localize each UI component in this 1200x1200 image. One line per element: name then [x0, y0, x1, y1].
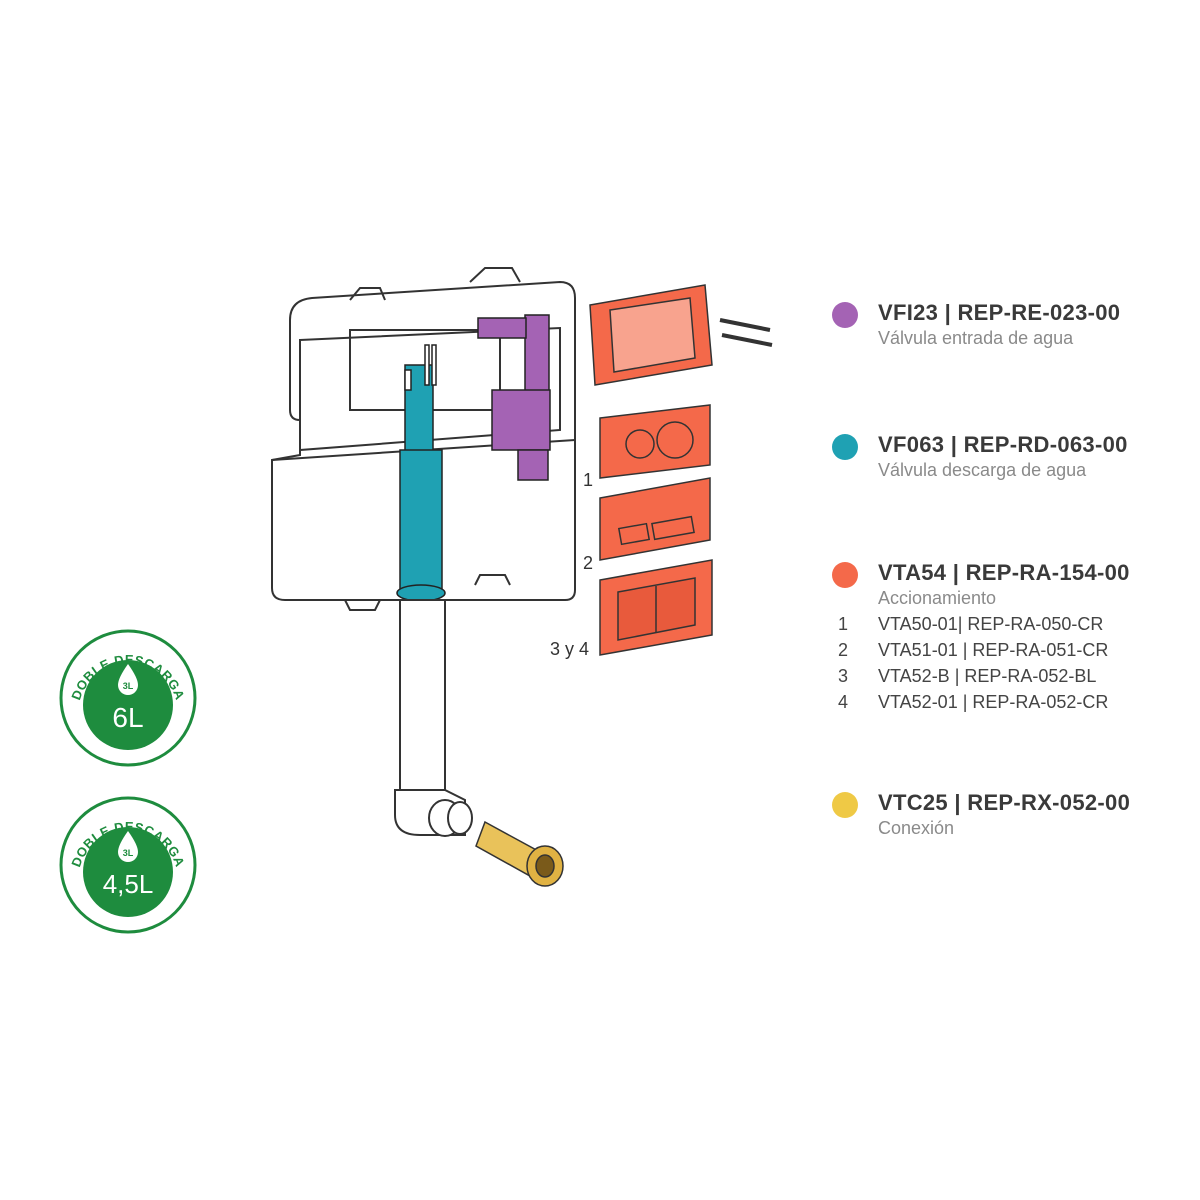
- flush-plate-1: [599, 404, 711, 479]
- variant-ref: VTA50-01| REP-RA-050-CR: [878, 614, 1104, 634]
- connector-pipe: [475, 820, 564, 887]
- plate-label-3-4: 3 y 4: [550, 639, 590, 659]
- badge-volume: 6L: [112, 702, 143, 733]
- inlet-valve: [477, 314, 551, 481]
- legend-description: Accionamiento: [878, 588, 997, 608]
- badge-volume: 4,5L: [103, 869, 154, 899]
- variant-ref: VTA52-01 | REP-RA-052-CR: [878, 692, 1109, 712]
- variant-number: 2: [838, 640, 849, 660]
- legend-code: VTA54 | REP-RA-154-00: [878, 560, 1130, 585]
- drain-pipe: [394, 599, 473, 837]
- legend-dot-icon: [832, 302, 858, 328]
- badge-4-5l: DOBLE DESCARGA 3L 4,5L: [59, 796, 197, 934]
- legend-dot-icon: [832, 792, 858, 818]
- legend-code: VF063 | REP-RD-063-00: [878, 432, 1128, 457]
- legend-dot-icon: [832, 434, 858, 460]
- flush-plate-2: [599, 477, 711, 561]
- badge-drop-text: 3L: [123, 681, 134, 691]
- legend-dot-icon: [832, 562, 858, 588]
- legend-code: VTC25 | REP-RX-052-00: [878, 790, 1131, 815]
- badge-drop-text: 3L: [123, 848, 134, 858]
- plate-label-2: 2: [583, 553, 594, 573]
- legend-description: Válvula entrada de agua: [878, 328, 1074, 348]
- legend-description: Conexión: [878, 818, 955, 838]
- badge-6l: DOBLE DESCARGA 3L 6L: [59, 629, 197, 767]
- legend-code: VFI23 | REP-RE-023-00: [878, 300, 1121, 325]
- legend-description: Válvula descarga de agua: [878, 460, 1087, 480]
- flush-valve: [396, 344, 446, 602]
- flush-plate-3-4: [599, 559, 713, 656]
- mounting-frame: [589, 284, 773, 386]
- variant-ref: VTA52-B | REP-RA-052-BL: [878, 666, 1097, 686]
- variant-number: 3: [838, 666, 849, 686]
- variant-ref: VTA51-01 | REP-RA-051-CR: [878, 640, 1109, 660]
- plate-label-1: 1: [583, 470, 594, 490]
- variant-number: 1: [838, 614, 849, 634]
- variant-number: 4: [838, 692, 849, 712]
